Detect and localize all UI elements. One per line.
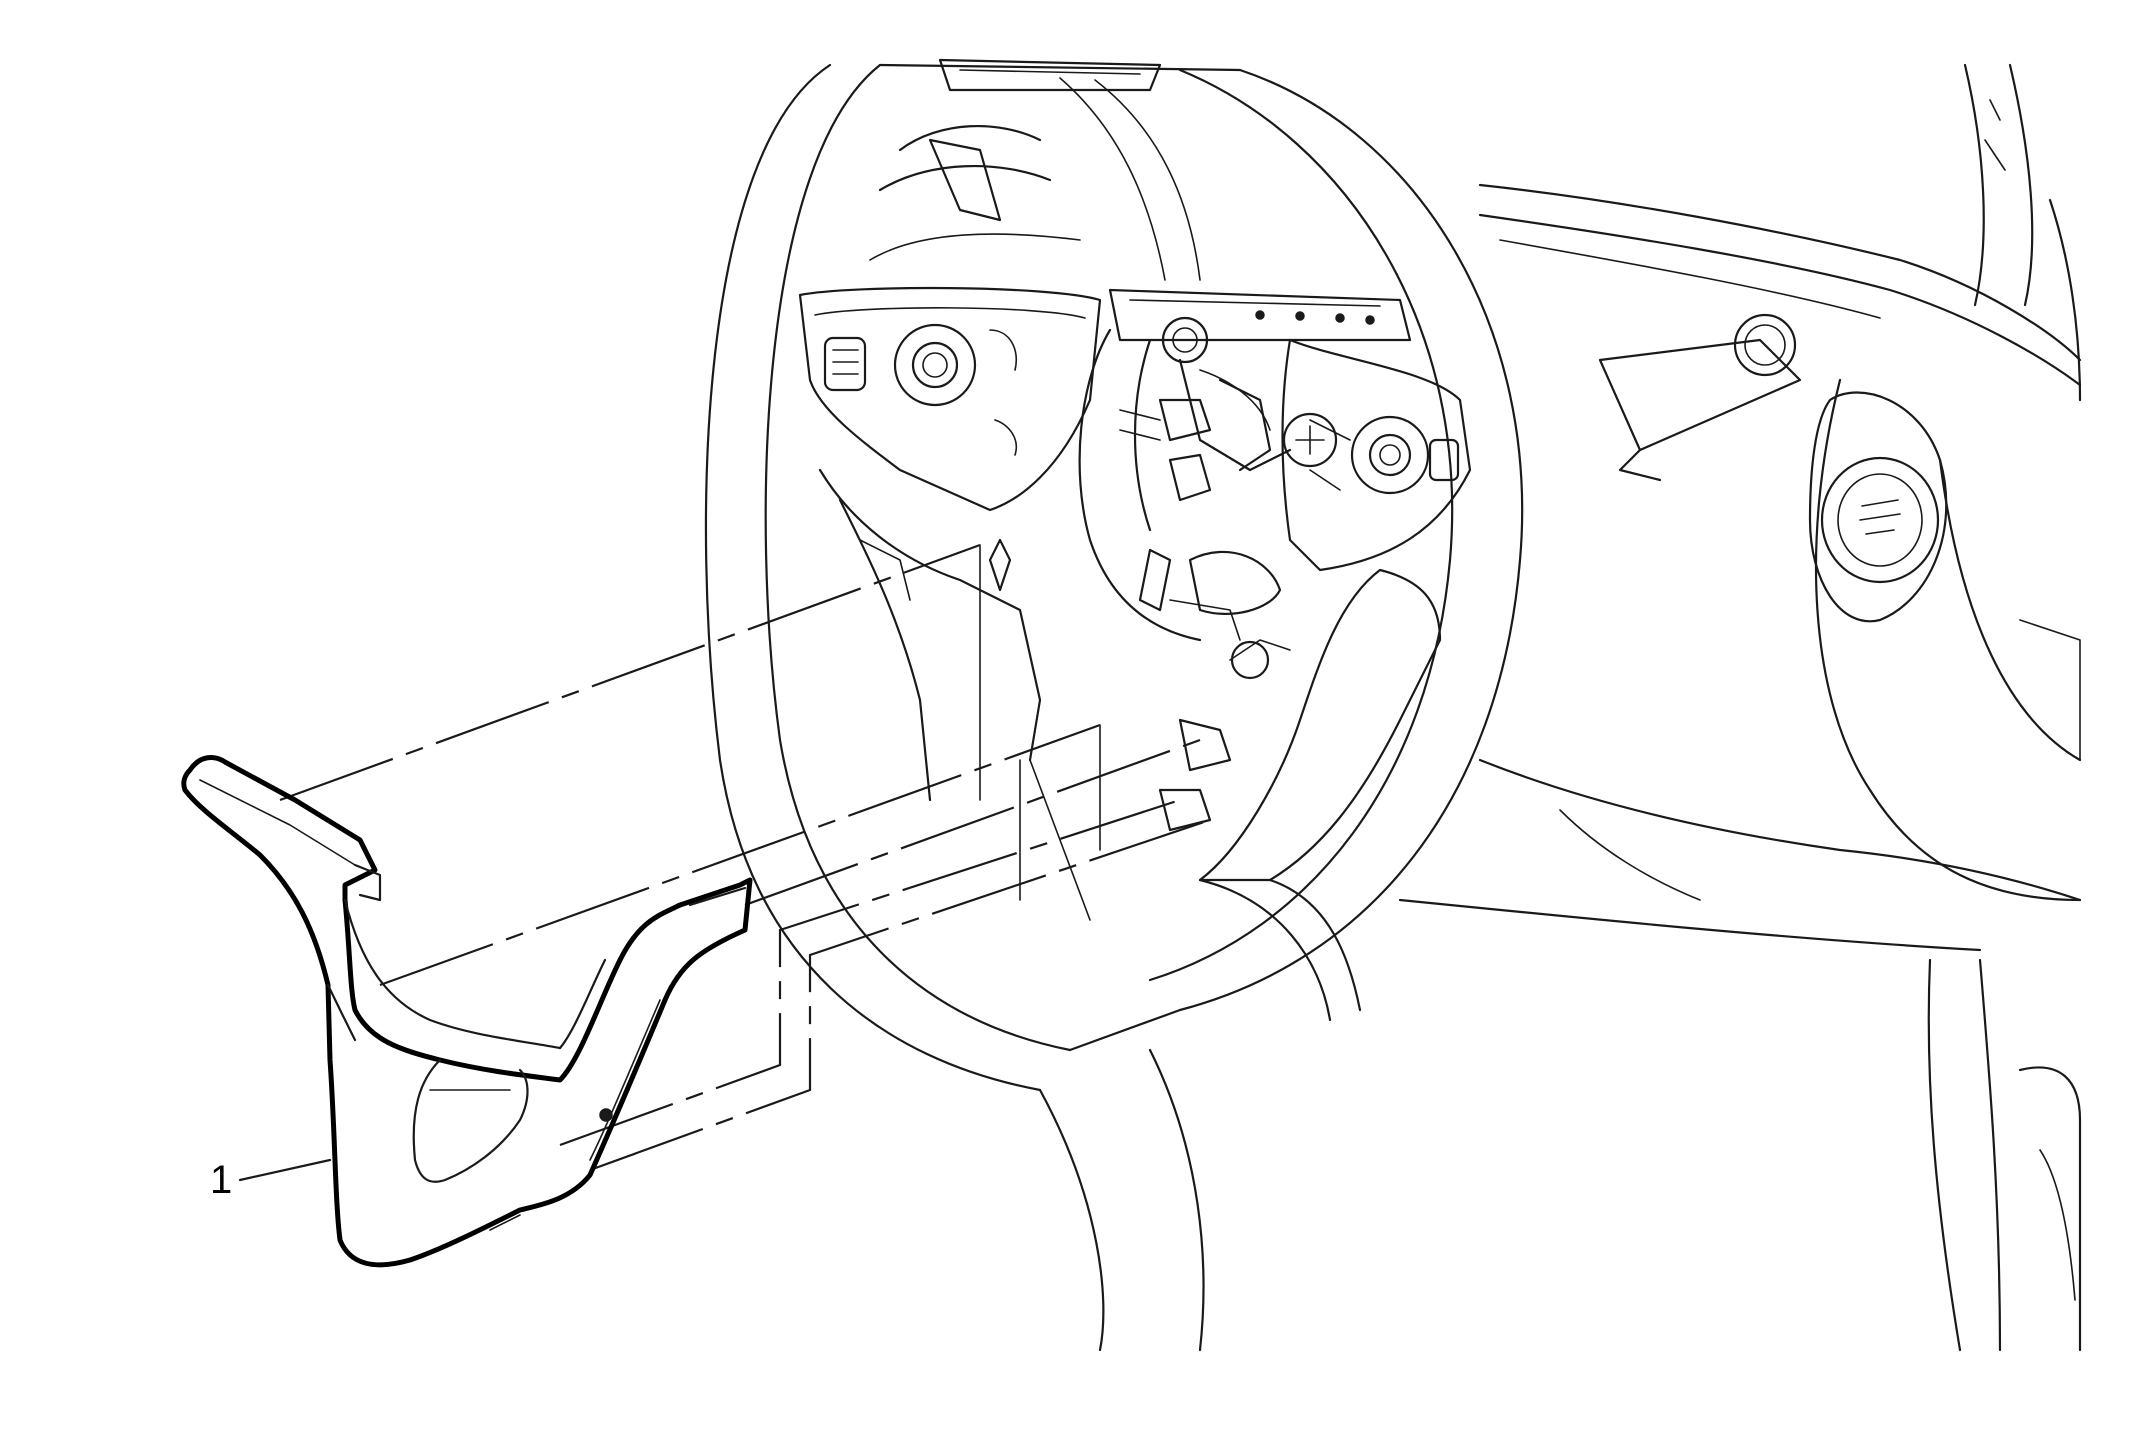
- callout-leader-1: [238, 1158, 332, 1182]
- instrument-panel: [869, 58, 2082, 1352]
- callout-label-1: 1: [210, 1158, 233, 1202]
- steering-wheel-hub: [798, 286, 1472, 1022]
- steering-wheel-lower-trim-cover: [181, 755, 753, 1268]
- steering-wheel-rim: [704, 63, 1524, 1352]
- alignment-lines: [279, 543, 1211, 1172]
